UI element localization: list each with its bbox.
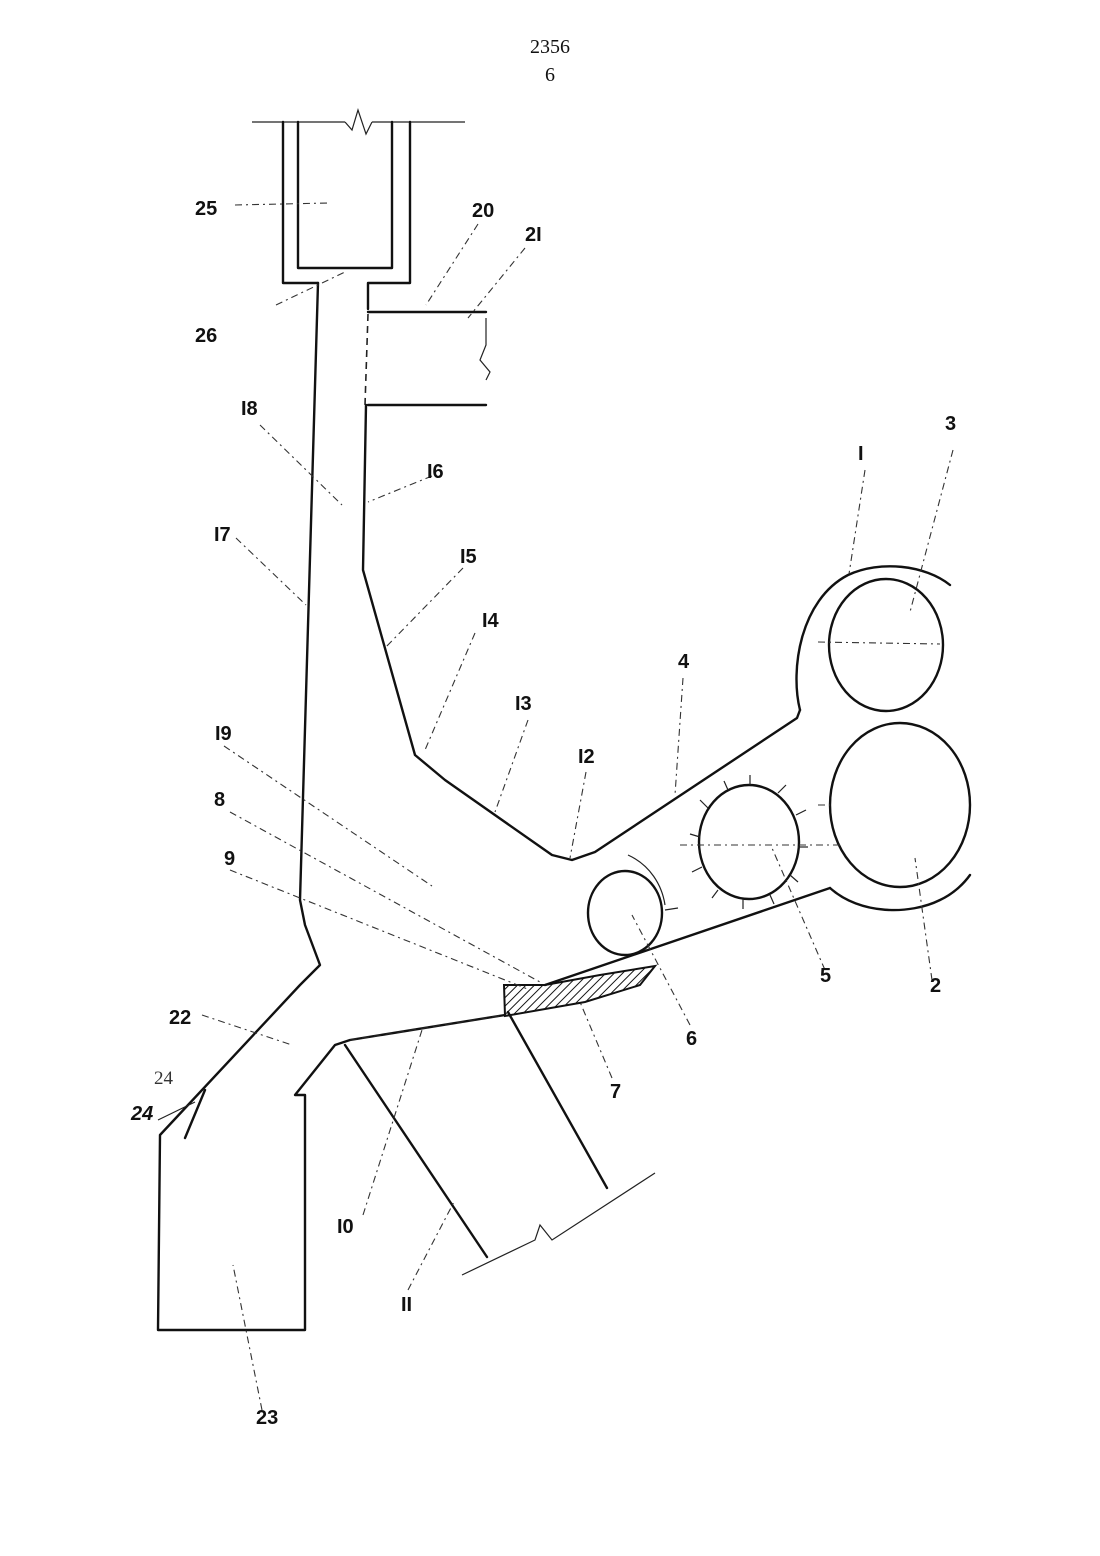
label-3: 3 [945,413,956,435]
bunker-25 [252,110,490,405]
label-19: I9 [215,723,232,745]
roller-2 [830,723,970,887]
label-15: I5 [460,546,477,568]
label-18: I8 [241,398,258,420]
label-8: 8 [214,789,225,811]
label-21: 2I [525,224,542,246]
roller-3 [829,579,943,711]
roller-6 [588,871,662,955]
roller-5 [699,785,799,899]
label-2: 2 [930,975,941,997]
label-13: I3 [515,693,532,715]
label-11: II [401,1294,412,1316]
channel-walls [158,283,830,1330]
label-7: 7 [610,1081,621,1103]
label-1: I [858,443,864,465]
label-14: I4 [482,610,500,632]
label-6: 6 [686,1028,697,1050]
label-12: I2 [578,746,595,768]
label-23: 23 [256,1407,278,1429]
label-10: I0 [337,1216,354,1238]
label-24-typed: 24 [154,1068,174,1089]
label-4: 4 [678,651,690,673]
label-22: 22 [169,1007,191,1029]
label-16: I6 [427,461,444,483]
label-24-handwritten: 24 [130,1103,153,1125]
label-25: 25 [195,198,217,220]
roller-housing [796,566,950,710]
label-20: 20 [472,200,494,222]
label-26: 26 [195,325,217,347]
label-17: I7 [214,524,231,546]
label-5: 5 [820,965,831,987]
label-9: 9 [224,848,235,870]
